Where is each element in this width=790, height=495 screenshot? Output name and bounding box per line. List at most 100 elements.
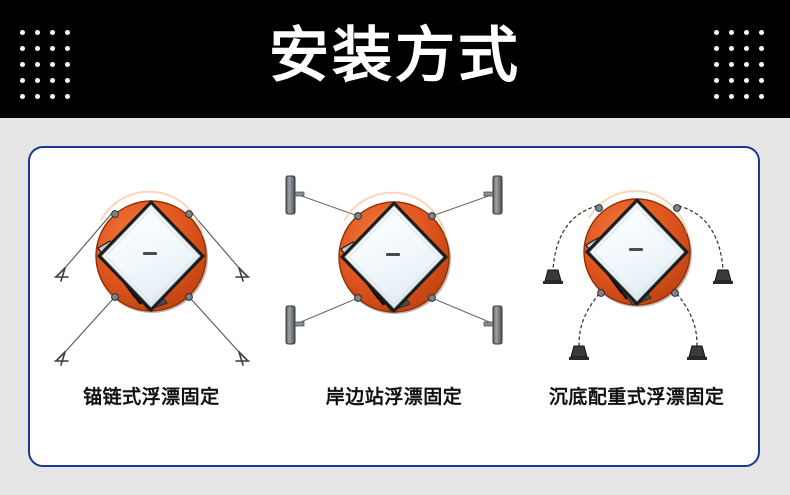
anchor-icon: [54, 267, 70, 282]
tie-line: [431, 297, 495, 325]
cleat-group: [594, 204, 681, 297]
dot: [728, 62, 734, 67]
ballast-line-group: [552, 205, 724, 347]
panel-inner-line: [592, 206, 681, 298]
dot: [49, 78, 55, 83]
ballast-weight-icon: [542, 269, 563, 284]
dot: [64, 62, 70, 67]
dot: [64, 30, 70, 35]
tie-line: [295, 297, 359, 325]
cleat-group: [111, 210, 194, 301]
dot: [743, 62, 749, 67]
dot: [34, 46, 40, 51]
anchor-chain-illustration: [54, 190, 251, 366]
dot-grid-decoration-left-icon: [18, 26, 71, 103]
tie-line: [431, 193, 495, 217]
dot: [713, 62, 719, 67]
dot: [49, 46, 55, 51]
dot: [49, 62, 55, 67]
dot: [64, 46, 70, 51]
panel-surface: [101, 204, 202, 308]
mooring-line: [64, 211, 114, 269]
dot-grid-decoration-right-icon: [712, 26, 765, 103]
dot: [758, 62, 764, 67]
ballast-weight-icon: [686, 345, 707, 360]
dot: [713, 78, 719, 83]
tie-line-group: [295, 193, 495, 325]
dot: [758, 46, 764, 51]
dot: [49, 30, 55, 35]
cleat: [670, 289, 679, 297]
ballast-line: [578, 293, 600, 347]
dot: [728, 94, 734, 99]
cleat: [185, 293, 194, 301]
anchor-icon: [235, 351, 251, 366]
diagram-caption: 沉底配重式浮漂固定: [548, 387, 725, 408]
mooring-line: [190, 298, 240, 353]
header-bar: 安装方式: [0, 0, 790, 118]
page-title: 安装方式: [269, 22, 521, 89]
shore-station-illustration: [285, 175, 503, 345]
diagram-caption: 岸边站浮漂固定: [325, 387, 463, 408]
cleat: [428, 294, 436, 302]
dot: [728, 46, 734, 51]
diagram-caption: 锚链式浮漂固定: [83, 387, 220, 408]
cleat: [111, 293, 120, 301]
dot: [34, 94, 40, 99]
ballast-line: [676, 293, 698, 347]
cleat: [596, 289, 605, 297]
float-highlight: [100, 190, 205, 237]
ballast-line: [552, 205, 598, 271]
dot: [713, 94, 719, 99]
dot: [713, 30, 719, 35]
diagram-bottom-ballast: 沉底配重式浮漂固定: [515, 148, 758, 465]
content-card: 锚链式浮漂固定: [28, 146, 760, 467]
panel-marking: [628, 248, 643, 251]
cleat: [111, 210, 120, 218]
post-pile-icon: [483, 175, 503, 215]
mooring-line: [64, 298, 114, 353]
dot: [743, 94, 749, 99]
dot: [758, 30, 764, 35]
ballast-weight-icon: [568, 345, 589, 360]
dot: [743, 46, 749, 51]
ballast-weight-group: [542, 269, 733, 360]
bottom-ballast-illustration: [542, 190, 733, 360]
dot: [758, 78, 764, 83]
dot: [34, 30, 40, 35]
dot: [49, 94, 55, 99]
dot: [758, 94, 764, 99]
panel-marking: [143, 252, 158, 255]
diagram-anchor-chain: 锚链式浮漂固定: [30, 148, 273, 465]
diagram-row: 锚链式浮漂固定: [30, 148, 758, 465]
ballast-line: [678, 205, 724, 271]
anchor-group: [54, 267, 251, 366]
cleat: [428, 212, 436, 220]
dot: [19, 62, 25, 67]
dot: [64, 94, 70, 99]
dot: [743, 78, 749, 83]
dot: [64, 78, 70, 83]
dot: [19, 78, 25, 83]
panel-inner-line: [105, 208, 198, 304]
ballast-weight-icon: [712, 269, 733, 284]
anchor-icon: [54, 351, 70, 366]
anchor-icon: [235, 267, 251, 282]
cleat: [185, 210, 194, 218]
dot: [743, 30, 749, 35]
cleat: [354, 294, 362, 302]
dot: [728, 78, 734, 83]
post-pile-icon: [285, 305, 305, 345]
panel-surface: [344, 205, 444, 309]
diagram-shore-station: 岸边站浮漂固定: [273, 148, 516, 465]
post-pile-group: [285, 175, 503, 345]
dot: [34, 62, 40, 67]
dot: [19, 30, 25, 35]
cleat-group: [354, 212, 436, 302]
dot: [713, 46, 719, 51]
post-pile-icon: [285, 175, 305, 215]
cleat: [354, 212, 362, 220]
cleat: [594, 204, 603, 212]
dot: [728, 30, 734, 35]
panel-marking: [386, 253, 400, 256]
